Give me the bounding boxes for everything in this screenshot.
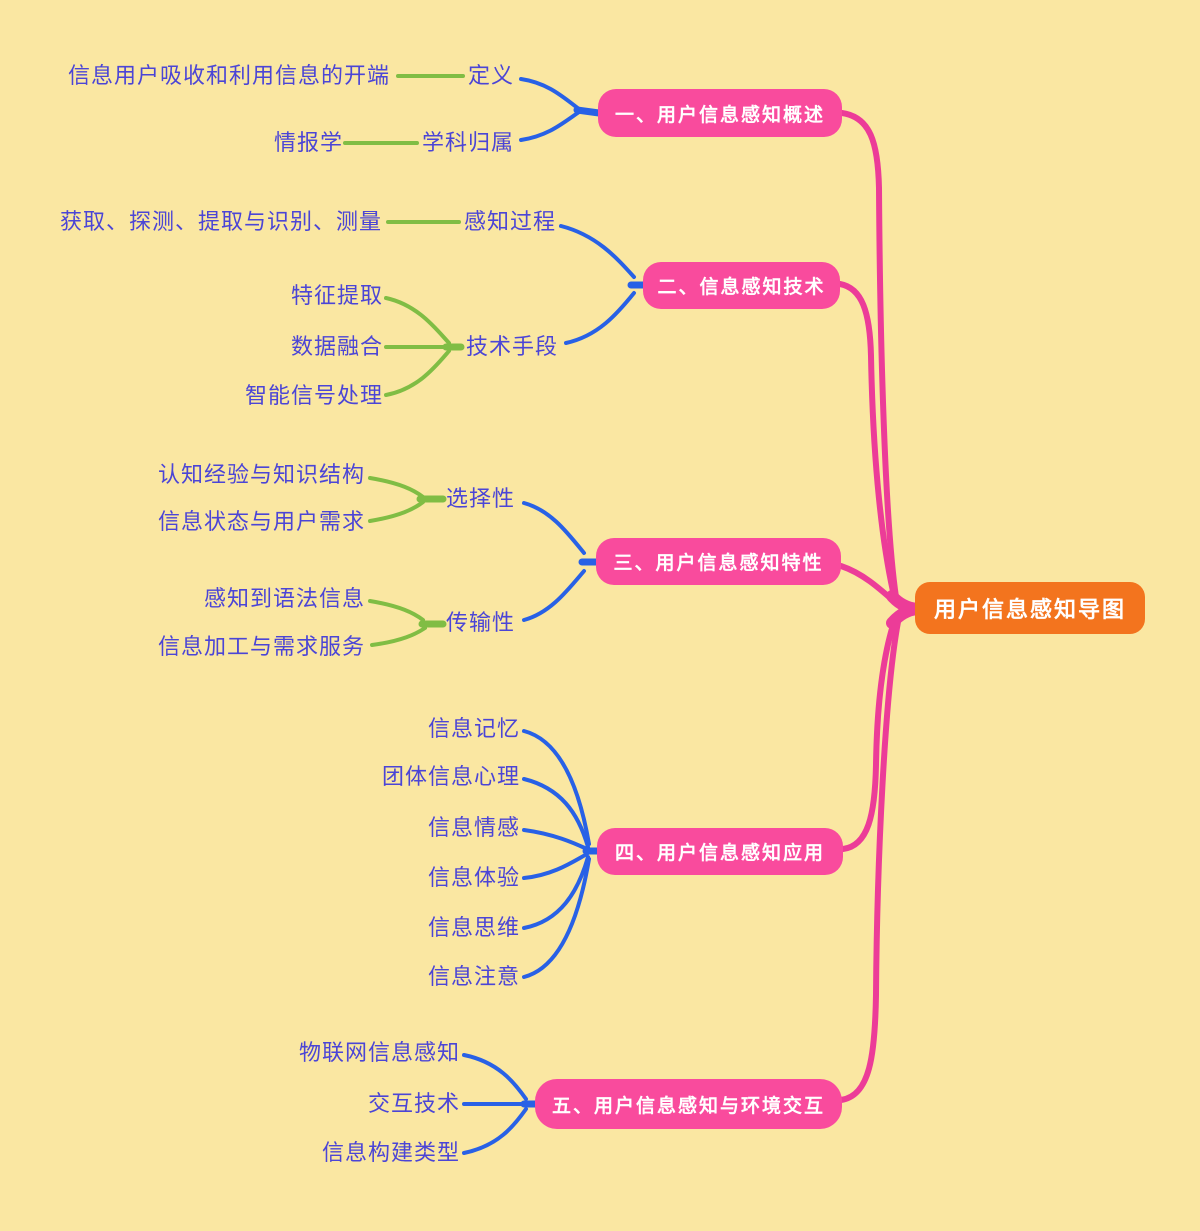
leaf-info-absorb-start[interactable]: 信息用户吸收和利用信息的开端 — [67, 63, 390, 88]
branch-node-1[interactable]: 一、用户信息感知概述 — [598, 89, 842, 137]
link-leaf-state — [368, 500, 425, 523]
link-transmission — [522, 569, 586, 622]
link-leaf-feature — [384, 296, 451, 345]
pink-branch-links — [837, 110, 923, 1103]
link-selectivity — [522, 501, 586, 555]
link-iot — [462, 1053, 528, 1101]
leaf-info-experience[interactable]: 信息体验 — [427, 865, 520, 890]
subtopic-definition[interactable]: 定义 — [468, 63, 515, 88]
leaf-intelligent-signal[interactable]: 智能信号处理 — [244, 383, 383, 408]
leaf-information-science[interactable]: 情报学 — [273, 130, 343, 155]
link-memory — [522, 729, 591, 846]
link-leaf-cognition — [368, 476, 425, 499]
link-def — [519, 77, 581, 111]
root-trunk-lower — [886, 603, 923, 629]
link-group-psy — [522, 777, 590, 849]
subtopic-discipline[interactable]: 学科归属 — [422, 130, 515, 155]
link-method — [564, 291, 636, 345]
leaf-feature-extraction[interactable]: 特征提取 — [290, 283, 383, 308]
green-leaf-links — [343, 74, 465, 647]
leaf-info-attention[interactable]: 信息注意 — [427, 964, 520, 989]
link-branch4-root — [840, 613, 899, 852]
leaf-info-thinking[interactable]: 信息思维 — [427, 915, 520, 940]
stub-branch1 — [573, 106, 603, 117]
leaf-acquire-detect[interactable]: 获取、探测、提取与识别、测量 — [59, 209, 382, 234]
link-leaf-service — [370, 626, 427, 647]
link-thinking — [522, 855, 590, 930]
link-branch2-root — [837, 281, 898, 603]
link-attention — [522, 857, 591, 979]
leaf-info-construction-type[interactable]: 信息构建类型 — [321, 1140, 460, 1165]
leaf-iot-perception[interactable]: 物联网信息感知 — [298, 1040, 460, 1065]
leaf-info-memory[interactable]: 信息记忆 — [427, 716, 520, 741]
link-branch5-root — [838, 619, 901, 1103]
subtopic-selectivity[interactable]: 选择性 — [446, 486, 516, 511]
link-emotion — [522, 828, 589, 851]
link-info-construct — [462, 1107, 528, 1155]
leaf-info-emotion[interactable]: 信息情感 — [427, 815, 520, 840]
blue-subtopic-links — [462, 77, 649, 1155]
subtopic-transmission[interactable]: 传输性 — [446, 610, 516, 635]
branch-node-4[interactable]: 四、用户信息感知应用 — [597, 828, 843, 875]
leaf-processing-service[interactable]: 信息加工与需求服务 — [157, 634, 365, 659]
link-leaf-syntax — [368, 599, 425, 622]
link-subject — [519, 110, 581, 142]
link-branch1-root — [839, 110, 899, 600]
branch-node-2[interactable]: 二、信息感知技术 — [643, 262, 840, 309]
leaf-cognitive-experience[interactable]: 认知经验与知识结构 — [157, 462, 365, 487]
leaf-info-state-need[interactable]: 信息状态与用户需求 — [157, 509, 365, 534]
link-process — [559, 224, 636, 279]
leaf-group-info-psychology[interactable]: 团体信息心理 — [381, 764, 520, 789]
subtopic-perception-process[interactable]: 感知过程 — [464, 209, 557, 234]
leaf-syntax-info[interactable]: 感知到语法信息 — [203, 586, 365, 611]
link-experience — [522, 852, 589, 880]
root-node[interactable]: 用户信息感知导图 — [915, 582, 1145, 634]
leaf-data-fusion[interactable]: 数据融合 — [290, 334, 383, 359]
branch-node-3[interactable]: 三、用户信息感知特性 — [596, 538, 841, 585]
leaf-interaction-technology[interactable]: 交互技术 — [367, 1091, 460, 1116]
branch-node-5[interactable]: 五、用户信息感知与环境交互 — [535, 1079, 842, 1129]
link-leaf-signal — [384, 349, 451, 397]
subtopic-technical-means[interactable]: 技术手段 — [466, 334, 559, 359]
